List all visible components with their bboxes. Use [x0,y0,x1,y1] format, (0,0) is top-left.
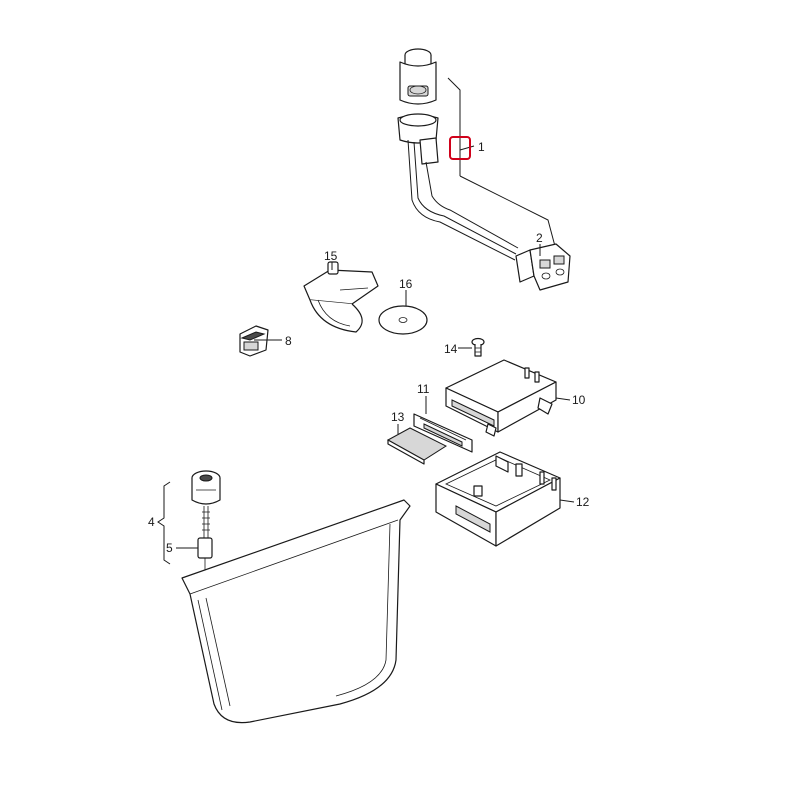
part-8-switch[interactable] [239,325,269,357]
highlight-box-part-1 [449,136,471,160]
trim-panel[interactable] [181,499,411,724]
part-10-control-module[interactable] [445,359,557,437]
callout-10[interactable]: 10 [572,393,586,407]
callout-13[interactable]: 13 [391,410,405,424]
part-12-housing-box[interactable] [435,451,561,547]
part-4-rear-socket[interactable] [157,470,221,565]
part-16-disc[interactable] [378,305,428,335]
part-13-pad[interactable] [386,427,448,465]
part-14-screw[interactable] [471,337,485,357]
callout-4[interactable]: 4 [148,515,155,529]
callout-16[interactable]: 16 [399,277,413,291]
callout-leaders [176,145,575,549]
part-2-plug-connector[interactable] [515,243,571,291]
callout-8[interactable]: 8 [285,334,292,348]
callout-15[interactable]: 15 [324,249,338,263]
callout-14[interactable]: 14 [444,342,458,356]
part-15-holder-clip[interactable] [303,261,379,333]
part-1-socket-assembly[interactable] [397,48,557,261]
callout-11[interactable]: 11 [417,382,430,396]
callout-12[interactable]: 12 [576,495,590,509]
part-11-frame-plate[interactable] [413,413,473,453]
callout-5[interactable]: 5 [166,541,173,555]
callout-1[interactable]: 1 [478,140,485,154]
callout-2[interactable]: 2 [536,231,543,245]
